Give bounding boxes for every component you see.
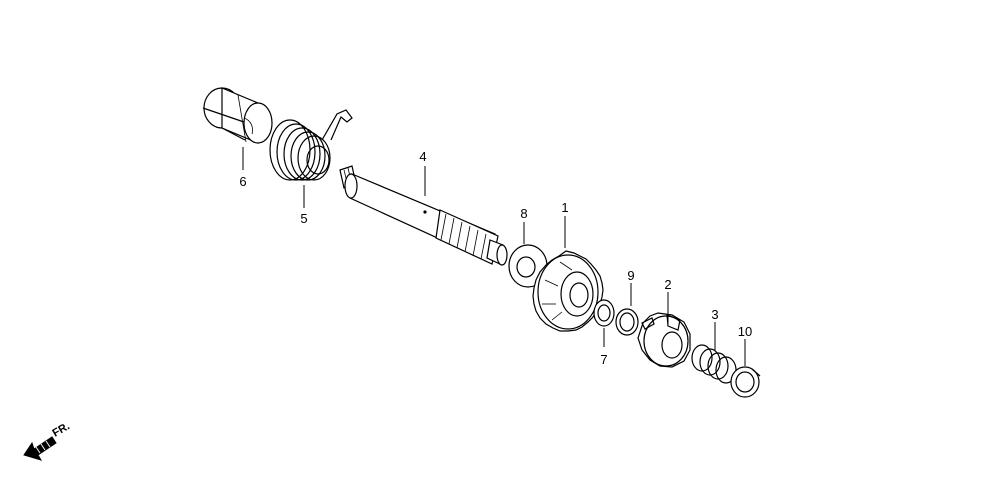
collar-sleeve-part [202, 87, 273, 144]
part-number-9: 9 [627, 268, 634, 283]
leader-lines [242, 147, 746, 366]
part-number-labels: 1 2 3 4 5 6 7 8 9 10 [239, 149, 752, 367]
part-number-6: 6 [239, 174, 246, 189]
part-number-8: 8 [520, 206, 527, 221]
spindle-shaft-part [339, 165, 508, 266]
front-direction-indicator: FR. [23, 420, 72, 461]
return-spring-part [269, 109, 353, 181]
part-number-3: 3 [711, 307, 718, 322]
part-number-4: 4 [419, 149, 426, 164]
front-direction-label: FR. [51, 420, 72, 439]
part-number-7: 7 [600, 352, 607, 367]
washer-9-part [615, 308, 639, 336]
part-number-10: 10 [738, 324, 752, 339]
kickstarter-gear-part [532, 250, 604, 332]
circlip-part [730, 366, 761, 398]
ratchet-part [637, 312, 691, 368]
part-number-2: 2 [664, 277, 671, 292]
part-number-1: 1 [561, 200, 568, 215]
ring-7-part [593, 299, 615, 327]
part-number-5: 5 [300, 211, 307, 226]
ratchet-spring-part [691, 344, 737, 384]
front-direction-arrow-icon [23, 436, 57, 461]
